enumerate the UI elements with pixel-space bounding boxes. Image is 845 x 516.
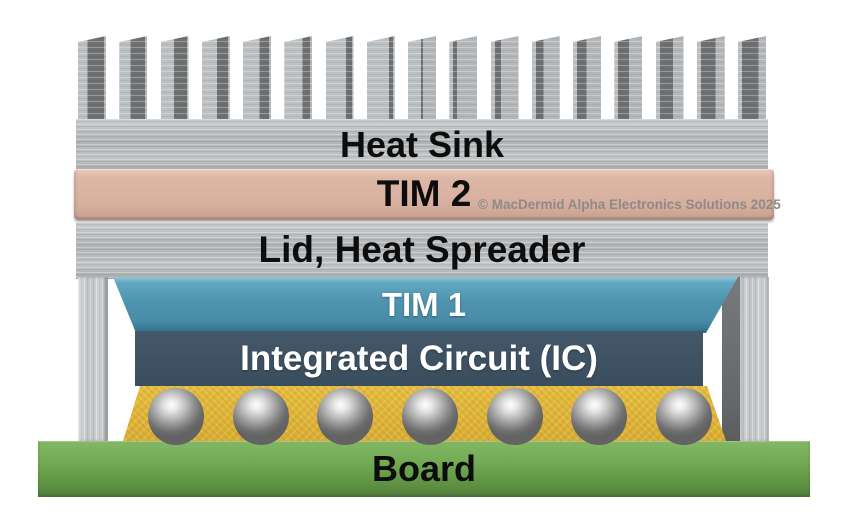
ic-label: Integrated Circuit (IC) [240,338,598,378]
copyright-watermark: © MacDermid Alpha Electronics Solutions … [478,197,781,212]
heat-sink-fin [449,36,478,119]
heat-sink-fins [78,35,766,119]
tim2-label: TIM 2 [376,173,472,214]
lid-heat-spreader-layer: Lid, Heat Spreader [76,222,768,279]
lid-right-leg [740,277,769,441]
lid-right-leg-inner-face [722,277,741,441]
solder-ball [232,388,289,445]
lid-label: Lid, Heat Spreader [258,229,586,270]
heat-sink-fin [614,36,643,119]
solder-ball [401,388,458,445]
ic-layer: Integrated Circuit (IC) [135,331,703,386]
solder-ball [317,388,374,445]
heat-sink-layer: Heat Sink [76,119,768,170]
heat-sink-fin [655,36,684,119]
heat-sink-fin [696,36,725,119]
heat-sink-fin [531,36,560,119]
heat-sink-fin [573,36,601,119]
heat-sink-fin [325,36,354,119]
board-label: Board [371,448,476,489]
board-layer: Board [38,441,810,497]
heat-sink-fin [119,36,148,119]
tim1-label: TIM 1 [381,286,467,323]
heat-sink-fin [366,36,395,119]
heat-sink-label: Heat Sink [339,123,505,165]
heat-sink-fin [490,36,519,119]
tim2-layer: TIM 2 [74,169,774,219]
heat-sink-fin [78,36,106,119]
lid-left-leg [78,277,108,441]
solder-ball [571,388,628,445]
heat-sink-fin [738,36,766,119]
heat-sink-fin [201,36,230,119]
heat-sink-fin [243,36,271,119]
solder-ball [148,388,204,445]
solder-balls [148,388,712,446]
solder-ball [486,388,543,445]
heat-sink-fin [160,36,189,119]
tim1-layer: TIM 1 [113,277,738,333]
heat-sink-fin [284,36,313,119]
heat-sink-fin [408,36,436,119]
solder-ball [655,388,712,445]
